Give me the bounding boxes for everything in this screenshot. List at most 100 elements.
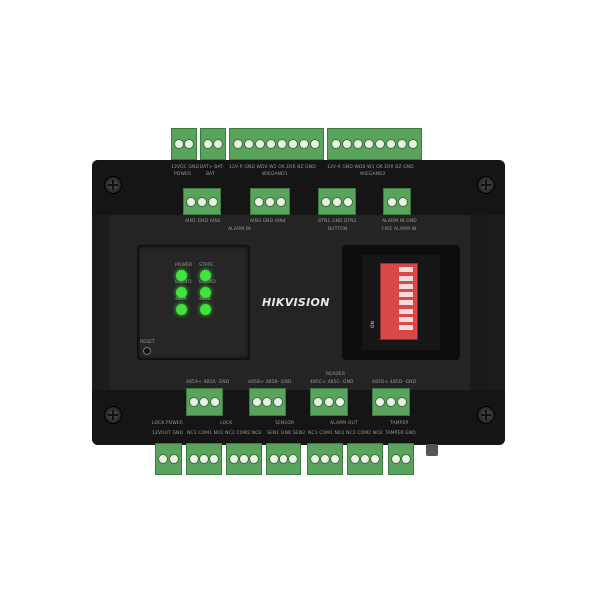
screw-terminal-icon [269,454,279,464]
reader-group-label: READER [326,372,346,377]
screw-terminal-icon [310,139,321,149]
screw-terminal-icon [334,397,345,407]
dip-switch-toggle[interactable] [399,317,413,323]
terminal-block[interactable] [250,188,290,215]
terminal-block[interactable] [229,128,324,160]
screw-terminal-icon [320,454,330,464]
dip-switch-toggle[interactable] [399,275,413,281]
terminal-block[interactable] [226,443,262,475]
terminal-block[interactable] [372,388,410,416]
dip-switch-toggle[interactable] [399,267,413,273]
terminal-block[interactable] [347,443,383,475]
screw-terminal-icon [229,454,239,464]
terminal-block[interactable] [307,443,343,475]
screw-terminal-icon [330,454,340,464]
screw-terminal-icon [213,139,223,149]
screw-terminal-icon [408,139,419,149]
terminal-block[interactable] [186,443,222,475]
terminal-block[interactable] [327,128,422,160]
terminal-block[interactable] [310,388,348,416]
screw-terminal-icon [264,196,275,207]
screw-terminal-icon [342,196,353,207]
terminal-block[interactable] [383,188,411,215]
status-led-door2 [200,287,211,298]
terminal-label: 485C+ 485C- GND [310,380,354,385]
lock-power-group-label: LOCK POWER [152,421,184,426]
terminal-block[interactable] [318,188,356,215]
terminal-label: 485B+ 485B- GND [248,380,292,385]
dip-switch-toggle[interactable] [399,283,413,289]
power-group-label: POWER [174,172,192,177]
screw-terminal-icon [158,454,169,464]
screw-terminal-icon [254,139,265,149]
dip-switch-toggle[interactable] [399,325,413,331]
terminal-block[interactable] [186,388,223,416]
screw-terminal-icon [321,196,332,207]
side-rail [470,215,490,390]
screw-terminal-icon [276,196,287,207]
screw-icon [477,406,495,424]
status-led-state [200,270,211,281]
alarm-out-pins-label: NC1 COM1 NO1 NC2 COM2 NO2 [308,431,383,436]
screw-terminal-icon [363,139,374,149]
wiegand2-pins-label: 12V-R GND WD0 W1 OK ERR BZ GND [327,165,414,170]
screw-terminal-icon [375,139,386,149]
terminal-label: AIN3 GND AIN4 [250,219,286,224]
wiegand1-group-label: WIEGAND1 [262,172,288,177]
sensor-pins-label: SEN1 GND SEN2 [267,431,306,436]
reset-button[interactable] [143,347,151,355]
dip-on-label: ON [371,320,377,329]
screw-terminal-icon [186,196,197,207]
screw-terminal-icon [341,139,352,149]
screw-terminal-icon [299,139,310,149]
dip-switch[interactable] [380,263,418,340]
lock-pins-label: NC1 COM1 NO1 NC2 COM2 NO2 [187,431,262,436]
terminal-block[interactable] [155,443,182,475]
terminal-label: AIN1 GND AIN2 [185,219,221,224]
screw-terminal-icon [168,454,179,464]
terminal-block[interactable] [388,443,414,475]
screw-terminal-icon [243,139,254,149]
screw-terminal-icon [249,454,259,464]
terminal-block[interactable] [183,188,221,215]
screw-terminal-icon [401,454,411,464]
top-band [92,160,505,215]
led-label: DOOR2 [199,280,217,285]
screw-terminal-icon [330,139,341,149]
terminal-block[interactable] [266,443,301,475]
sensor-group-label: SENSOR [275,421,295,426]
screw-terminal-icon [350,454,360,464]
screw-terminal-icon [272,397,283,407]
screw-terminal-icon [203,139,213,149]
screw-terminal-icon [288,139,299,149]
screw-terminal-icon [265,139,276,149]
antenna-jack [426,444,438,456]
screw-terminal-icon [386,196,397,207]
status-led-485a [176,304,187,315]
alarm-out-group-label: ALARM OUT [330,421,358,426]
status-led-door1 [176,287,187,298]
dip-switch-toggle[interactable] [399,292,413,298]
fire-alarm-group-label: FIRE ALARM IN [382,227,417,232]
terminal-label: ALARM IN GND [382,219,417,224]
terminal-block[interactable] [249,388,286,416]
terminal-block[interactable] [171,128,197,160]
alarm-in-group-label: ALARM IN [228,227,251,232]
power-pins-label: 12VDC GND [171,165,200,170]
screw-terminal-icon [239,454,249,464]
screw-terminal-icon [323,397,334,407]
screw-terminal-icon [331,196,342,207]
terminal-block[interactable] [200,128,226,160]
screw-terminal-icon [199,454,209,464]
dip-switch-toggle[interactable] [399,300,413,306]
dip-switch-toggle[interactable] [399,308,413,314]
screw-terminal-icon [396,397,407,407]
tamper-group-label: TAMPER [390,421,409,426]
screw-terminal-icon [232,139,243,149]
screw-terminal-icon [397,196,408,207]
reset-label: RESET [140,340,155,345]
screw-terminal-icon [386,139,397,149]
screw-terminal-icon [184,139,194,149]
led-label: DOOR1 [175,280,193,285]
screw-terminal-icon [352,139,363,149]
